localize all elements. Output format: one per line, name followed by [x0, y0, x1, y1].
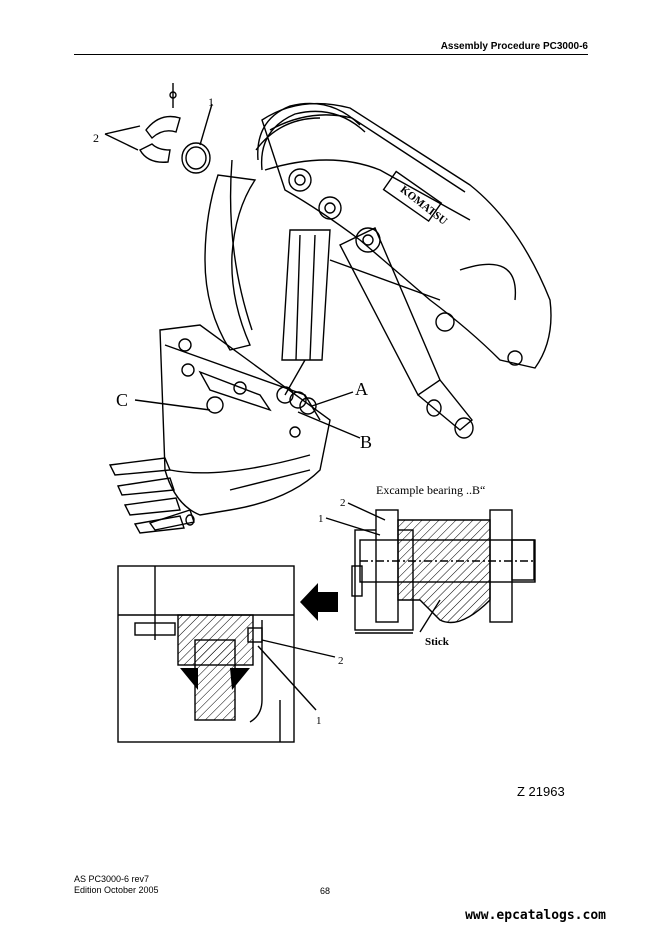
callout-A: A: [355, 379, 368, 399]
bearing-section: [351, 509, 536, 634]
callout-B: B: [360, 432, 372, 452]
page-number: 68: [320, 886, 331, 896]
page-header-title: Assembly Procedure PC3000-6: [440, 41, 588, 52]
callout-bearing-1: 1: [318, 513, 324, 525]
footer-edition: Edition October 2005: [74, 885, 159, 895]
callout-C: C: [116, 390, 128, 410]
boom: [255, 102, 552, 369]
header-rule: [74, 54, 588, 55]
callout-top-1: 1: [208, 95, 214, 109]
detail-inset: [117, 565, 295, 743]
footer-doc-info: AS PC3000-6 rev7 Edition October 2005: [74, 874, 159, 896]
stick-label: Stick: [425, 636, 450, 648]
callout-detail-2: 2: [338, 655, 344, 667]
bucket: [108, 324, 331, 534]
exploded-parts: [104, 83, 213, 174]
callout-bearing-2: 2: [340, 497, 346, 509]
drawing-reference: Z 21963: [517, 784, 565, 799]
footer-doc: AS PC3000-6 rev7: [74, 874, 150, 884]
callout-detail-1: 1: [316, 715, 322, 727]
watermark-link[interactable]: www.epcatalogs.com: [465, 908, 606, 923]
arrow-left-icon: [300, 583, 338, 621]
bearing-title: Excample bearing ..B“: [376, 483, 485, 497]
callout-top-2: 2: [93, 131, 99, 145]
